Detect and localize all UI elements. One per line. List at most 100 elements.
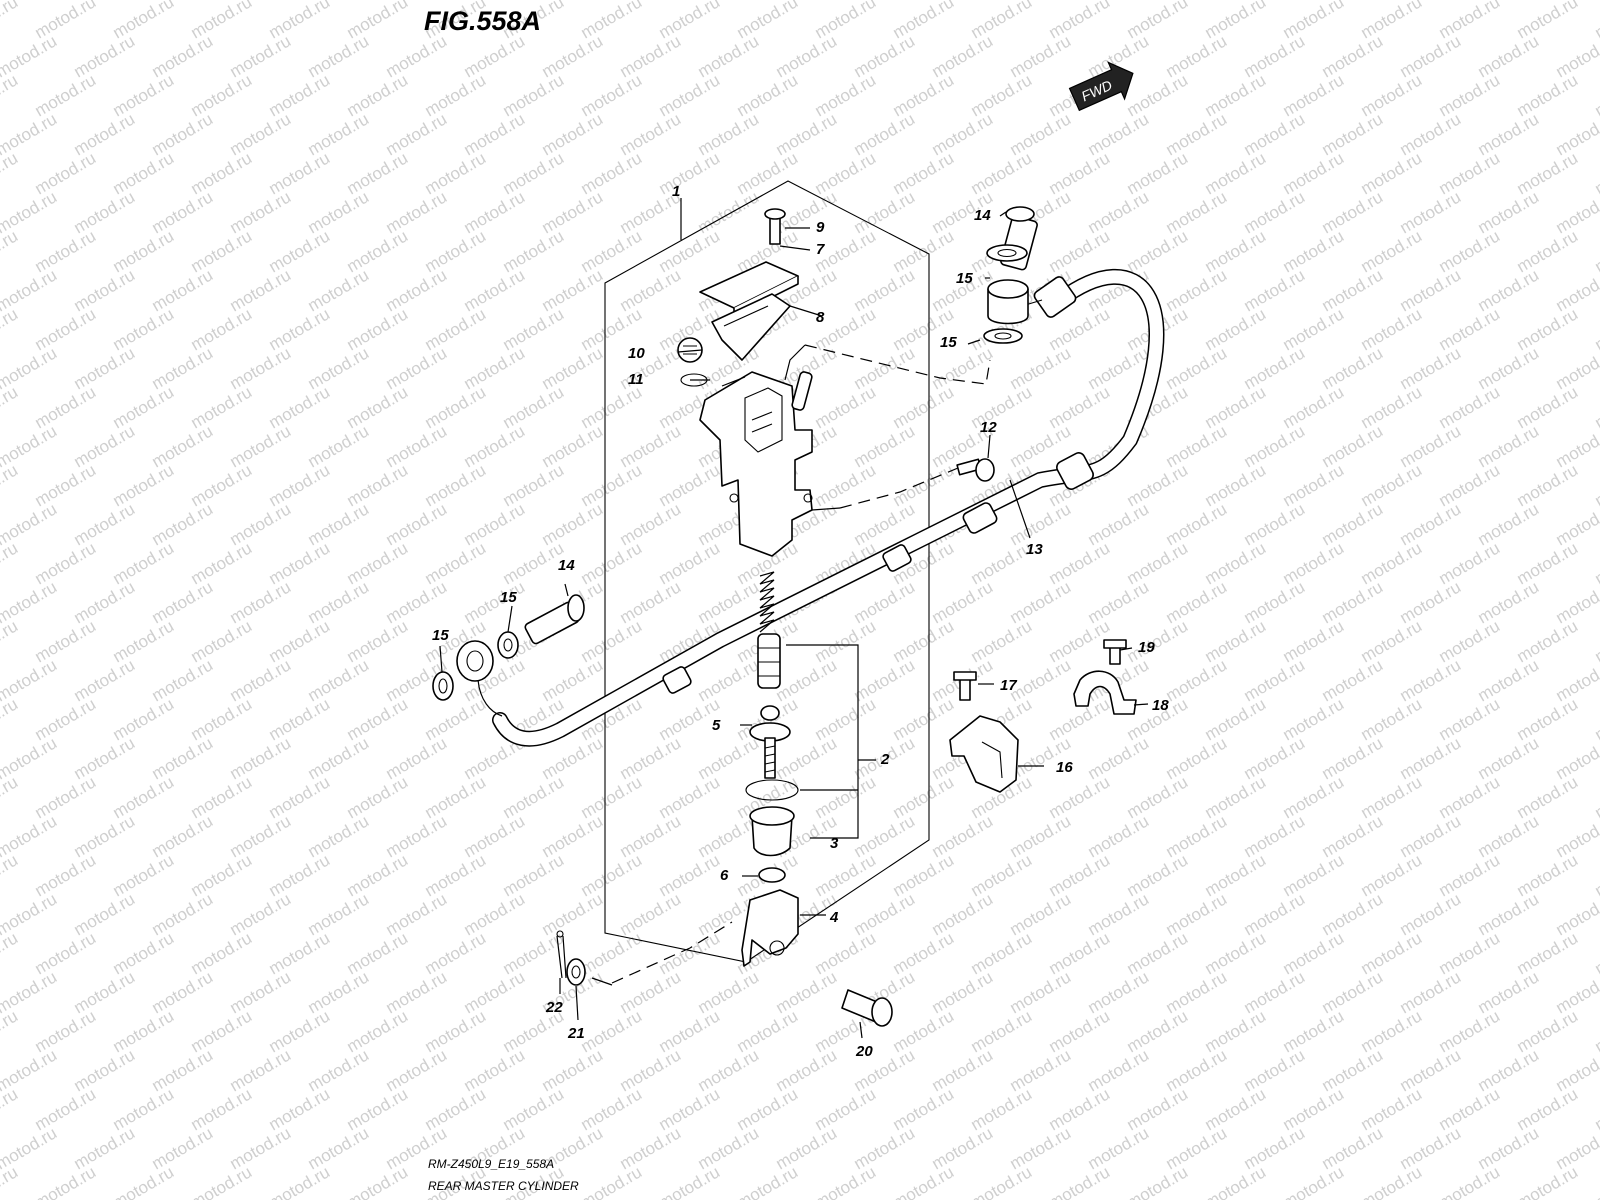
watermark-text: motod.ru — [968, 616, 1036, 666]
watermark-text: motod.ru — [1046, 616, 1114, 666]
watermark-text: motod.ru — [149, 889, 217, 939]
watermark-text: motod.ru — [500, 850, 568, 900]
watermark-text: motod.ru — [188, 1006, 256, 1056]
watermark-text: motod.ru — [0, 538, 21, 588]
watermark-text: motod.ru — [578, 616, 646, 666]
watermark-text: motod.ru — [1085, 889, 1153, 939]
watermark-text: motod.ru — [1475, 499, 1543, 549]
watermark-text: motod.ru — [383, 499, 451, 549]
watermark-text: motod.ru — [929, 577, 997, 627]
watermark-text: motod.ru — [734, 148, 802, 198]
watermark-text: motod.ru — [461, 811, 529, 861]
watermark-text: motod.ru — [461, 421, 529, 471]
watermark-text: motod.ru — [344, 382, 412, 432]
watermark-text: motod.ru — [1475, 655, 1543, 705]
watermark-text: motod.ru — [1397, 1045, 1465, 1095]
watermark-text: motod.ru — [812, 1162, 880, 1200]
watermark-text: motod.ru — [812, 928, 880, 978]
watermark-text: motod.ru — [1475, 343, 1543, 393]
watermark-text: motod.ru — [149, 421, 217, 471]
watermark-text: motod.ru — [1124, 1006, 1192, 1056]
watermark-text: motod.ru — [1553, 109, 1600, 159]
watermark-text: motod.ru — [1397, 577, 1465, 627]
watermark-text: motod.ru — [656, 1162, 724, 1200]
watermark-text: motod.ru — [578, 1006, 646, 1056]
label-14-upper: 14 — [974, 207, 991, 224]
watermark-text: motod.ru — [305, 577, 373, 627]
watermark-text: motod.ru — [617, 499, 685, 549]
label-4: 4 — [829, 909, 839, 926]
watermark-text: motod.ru — [1475, 733, 1543, 783]
watermark-text: motod.ru — [0, 772, 21, 822]
hose-guide-bracket — [949, 639, 1137, 793]
watermark-text: motod.ru — [0, 1162, 21, 1200]
watermark-text: motod.ru — [71, 655, 139, 705]
label-10: 10 — [628, 345, 645, 362]
watermark-text: motod.ru — [1358, 616, 1426, 666]
watermark-text: motod.ru — [1046, 1162, 1114, 1200]
watermark-text: motod.ru — [149, 967, 217, 1017]
watermark-text: motod.ru — [773, 31, 841, 81]
watermark-text: motod.ru — [1085, 1123, 1153, 1173]
watermark-text: motod.ru — [1397, 187, 1465, 237]
watermark-text: motod.ru — [1085, 811, 1153, 861]
watermark-text: motod.ru — [851, 343, 919, 393]
watermark-text: motod.ru — [1397, 499, 1465, 549]
watermark-text: motod.ru — [656, 772, 724, 822]
watermark-text: motod.ru — [1241, 109, 1309, 159]
label-1: 1 — [672, 183, 680, 200]
watermark-text: motod.ru — [968, 382, 1036, 432]
watermark-text: motod.ru — [812, 772, 880, 822]
watermark-text: motod.ru — [1436, 1084, 1504, 1134]
watermark-text: motod.ru — [578, 538, 646, 588]
watermark-text: motod.ru — [266, 538, 334, 588]
watermark-text: motod.ru — [1592, 148, 1600, 198]
watermark-text: motod.ru — [1514, 694, 1582, 744]
watermark-text: motod.ru — [1397, 889, 1465, 939]
watermark-text: motod.ru — [1358, 694, 1426, 744]
watermark-text: motod.ru — [617, 889, 685, 939]
watermark-text: motod.ru — [734, 70, 802, 120]
watermark-text: motod.ru — [344, 1084, 412, 1134]
watermark-text: motod.ru — [1514, 772, 1582, 822]
watermark-text: motod.ru — [344, 304, 412, 354]
watermark-text: motod.ru — [188, 70, 256, 120]
watermark-text: motod.ru — [1202, 616, 1270, 666]
watermark-text: motod.ru — [1241, 343, 1309, 393]
watermark-text: motod.ru — [695, 1045, 763, 1095]
watermark-text: motod.ru — [1397, 421, 1465, 471]
watermark-text: motod.ru — [0, 694, 21, 744]
watermark-text: motod.ru — [1358, 772, 1426, 822]
master-cylinder-assembly-outline — [604, 180, 930, 963]
watermark-text: motod.ru — [305, 1045, 373, 1095]
watermark-text: motod.ru — [1514, 226, 1582, 276]
label-17: 17 — [1000, 677, 1017, 694]
watermark-text: motod.ru — [266, 1162, 334, 1200]
watermark-text: motod.ru — [851, 655, 919, 705]
watermark-text: motod.ru — [1553, 655, 1600, 705]
watermark-text: motod.ru — [1319, 811, 1387, 861]
brake-hose — [492, 268, 1165, 747]
watermark-text: motod.ru — [227, 187, 295, 237]
watermark-text: motod.ru — [383, 577, 451, 627]
watermark-text: motod.ru — [227, 733, 295, 783]
watermark-text: motod.ru — [1514, 148, 1582, 198]
watermark-text: motod.ru — [227, 967, 295, 1017]
watermark-text: motod.ru — [32, 226, 100, 276]
watermark-text: motod.ru — [1319, 577, 1387, 627]
watermark-text: motod.ru — [578, 772, 646, 822]
watermark-text: motod.ru — [1358, 304, 1426, 354]
watermark-text: motod.ru — [1553, 811, 1600, 861]
watermark-text: motod.ru — [227, 109, 295, 159]
watermark-text: motod.ru — [500, 70, 568, 120]
watermark-text: motod.ru — [968, 1084, 1036, 1134]
watermark-text: motod.ru — [1241, 655, 1309, 705]
watermark-text: motod.ru — [1163, 499, 1231, 549]
watermark-text: motod.ru — [1514, 616, 1582, 666]
watermark-text: motod.ru — [1319, 733, 1387, 783]
watermark-text: motod.ru — [578, 850, 646, 900]
watermark-text: motod.ru — [344, 694, 412, 744]
watermark-text: motod.ru — [1124, 70, 1192, 120]
watermark-text: motod.ru — [1436, 616, 1504, 666]
watermark-text: motod.ru — [890, 1006, 958, 1056]
